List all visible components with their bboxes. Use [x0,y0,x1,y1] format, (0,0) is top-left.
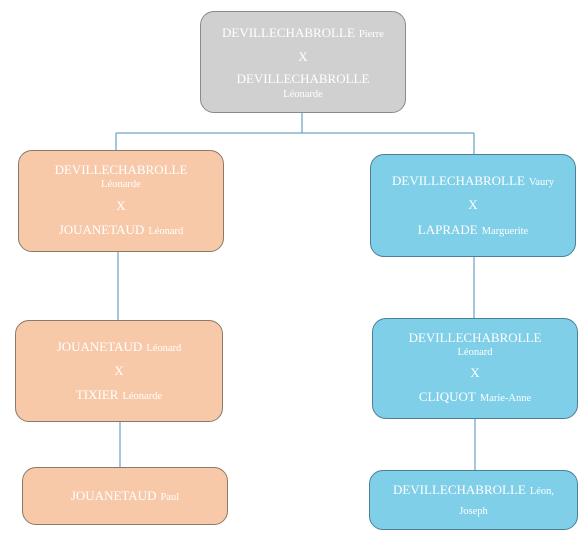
right-gen3-given: Léon, Joseph [459,486,555,517]
right-gen2-spouse-2-surname: CLIQUOT [418,389,476,405]
right-gen3-surname: DEVILLECHABROLLE [392,482,526,497]
root-spouse-1-given: Pierre [358,29,384,41]
right-gen1-spouse-1-surname: DEVILLECHABROLLE [392,173,525,189]
root-spouse-1: DEVILLECHABROLLE Pierre [222,23,384,43]
right-gen1-spouse-2-given: Marguerite [481,225,529,237]
right-gen1-spouse-2-surname: LAPRADE [417,221,478,237]
right-gen1-spouse-1-given: Vaury [528,177,554,189]
root-spouse-1-surname: DEVILLECHABROLLE [222,25,355,41]
right-gen1-spouse-2: LAPRADE Marguerite [418,220,528,240]
right-gen2-spouse-1-surname: DEVILLECHABROLLE [408,329,542,345]
right-gen3-person-box: DEVILLECHABROLLE Léon, Joseph [369,470,578,530]
root-couple-box: DEVILLECHABROLLE Pierre X DEVILLECHABROL… [200,11,406,113]
right-gen2-couple-box: DEVILLECHABROLLE Léonard X CLIQUOT Marie… [372,318,578,419]
left-gen3-person-box: JOUANETAUD Paul [22,467,228,525]
right-gen2-spouse-1-given: Léonard [457,346,493,358]
right-gen3-person: DEVILLECHABROLLE Léon, Joseph [378,480,569,520]
left-gen2-spouse-1: JOUANETAUD Léonard [57,337,182,357]
left-gen3-person: JOUANETAUD Paul [71,486,179,506]
left-gen1-spouse-1-given: Léonarde [101,179,141,191]
left-gen2-spouse-1-given: Léonard [146,342,182,354]
left-gen3-given: Paul [160,492,180,503]
right-gen2-spouse-2-given: Marie-Anne [479,393,532,405]
left-gen2-couple-box: JOUANETAUD Léonard X TIXIER Léonarde [15,320,223,422]
right-gen2-marriage-mark: X [470,365,480,381]
left-gen1-spouse-2-surname: JOUANETAUD [58,221,145,237]
left-gen3-surname: JOUANETAUD [70,488,157,503]
left-gen1-spouse-1-surname: DEVILLECHABROLLE [54,162,188,178]
left-gen2-spouse-2-given: Léonarde [122,391,163,403]
right-gen1-marriage-mark: X [468,197,478,213]
left-gen1-spouse-2: JOUANETAUD Léonard [59,220,184,240]
right-gen1-spouse-1: DEVILLECHABROLLE Vaury [392,171,554,191]
left-gen1-couple-box: DEVILLECHABROLLE Léonarde X JOUANETAUD L… [18,150,224,252]
root-spouse-2-given: Léonarde [283,88,323,100]
left-gen1-marriage-mark: X [116,197,126,213]
right-gen1-couple-box: DEVILLECHABROLLE Vaury X LAPRADE Marguer… [370,154,576,257]
left-gen2-marriage-mark: X [114,362,124,378]
root-spouse-2-surname: DEVILLECHABROLLE [236,71,370,87]
left-gen2-spouse-2-surname: TIXIER [75,387,119,403]
left-gen2-spouse-1-surname: JOUANETAUD [56,338,143,354]
left-gen2-spouse-2: TIXIER Léonarde [76,385,162,405]
right-gen2-spouse-2: CLIQUOT Marie-Anne [419,387,531,407]
root-marriage-mark: X [298,49,308,65]
left-gen1-spouse-2-given: Léonard [148,225,184,237]
